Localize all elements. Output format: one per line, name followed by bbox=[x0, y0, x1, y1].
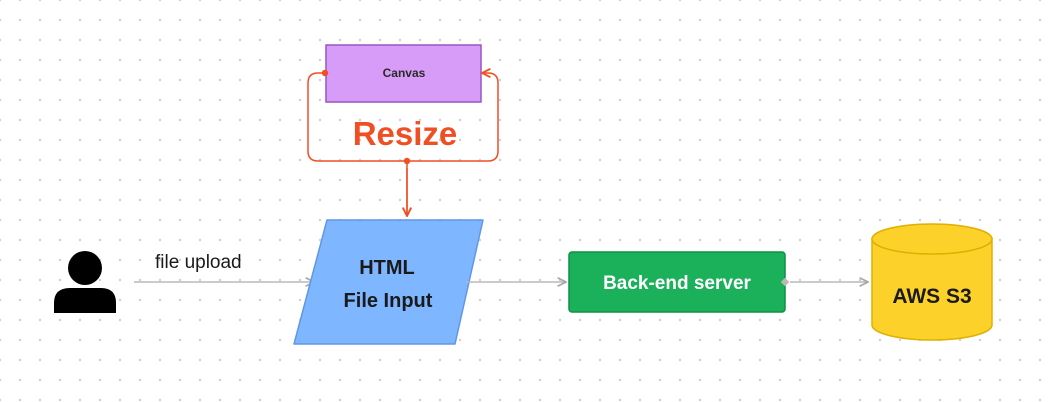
backend-server-node[interactable]: Back-end server bbox=[568, 251, 786, 313]
server-to-s3-connector bbox=[780, 278, 868, 286]
canvas-label: Canvas bbox=[383, 66, 426, 80]
resize-loop bbox=[307, 70, 499, 216]
backend-server-label: Back-end server bbox=[603, 273, 751, 294]
user-icon bbox=[54, 251, 116, 313]
canvas-node[interactable]: Canvas bbox=[325, 44, 482, 103]
html-input-line1: HTML bbox=[359, 257, 415, 279]
html-file-input-node[interactable]: HTML File Input bbox=[293, 219, 484, 345]
resize-label: Resize bbox=[353, 115, 458, 152]
html-input-line2: File Input bbox=[344, 290, 433, 312]
aws-s3-label: AWS S3 bbox=[892, 285, 971, 308]
upload-label: file upload bbox=[155, 252, 242, 273]
aws-s3-node[interactable]: AWS S3 bbox=[871, 223, 993, 341]
